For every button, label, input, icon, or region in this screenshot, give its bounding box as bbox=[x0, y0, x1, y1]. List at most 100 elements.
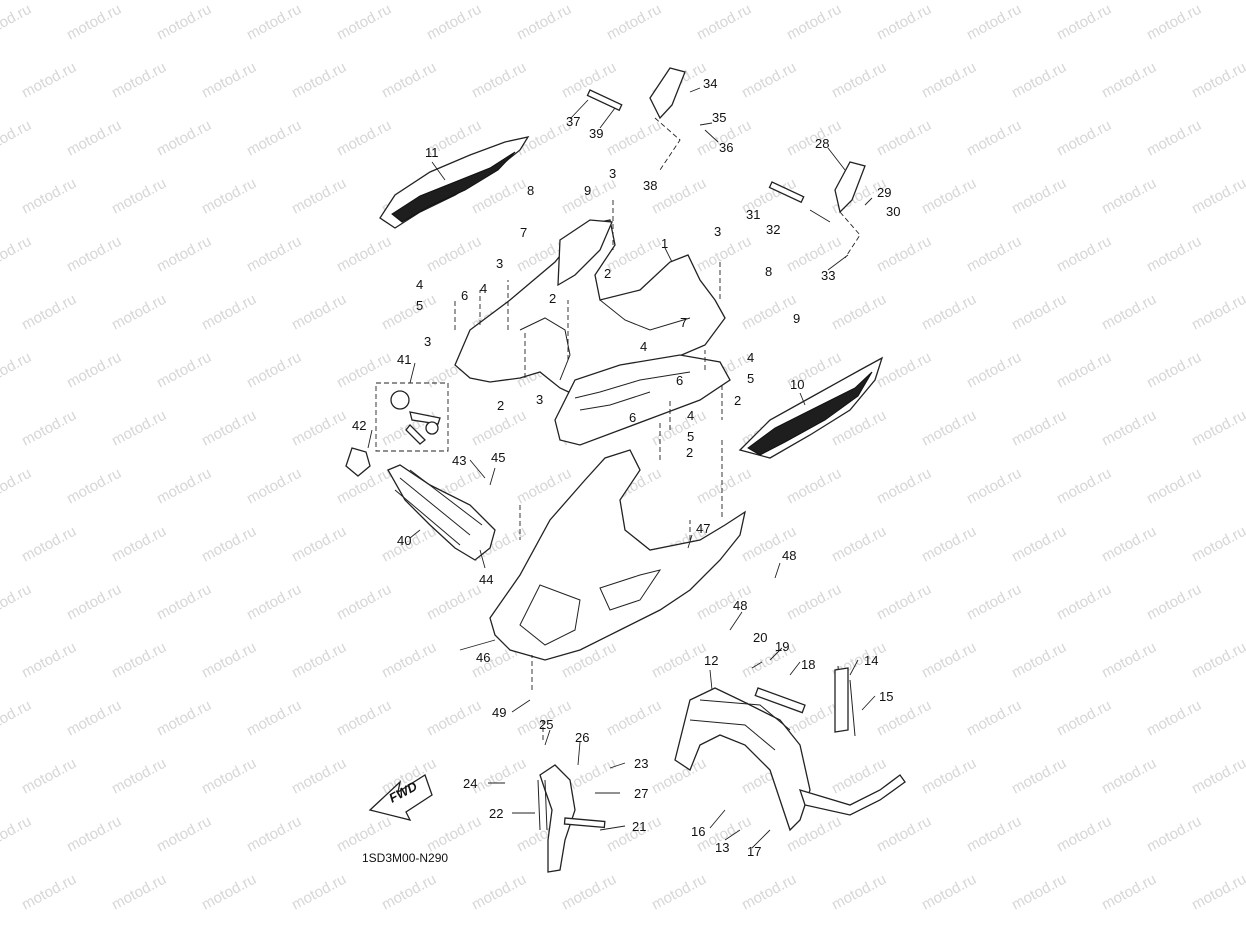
watermark-text: motod.ru bbox=[0, 117, 34, 160]
watermark-text: motod.ru bbox=[469, 59, 529, 102]
callout-41: 41 bbox=[397, 352, 411, 367]
watermark-text: motod.ru bbox=[469, 871, 529, 914]
watermark-text: motod.ru bbox=[424, 813, 484, 856]
watermark-text: motod.ru bbox=[829, 291, 889, 334]
watermark-text: motod.ru bbox=[469, 407, 529, 450]
watermark-text: motod.ru bbox=[1009, 407, 1069, 450]
watermark-text: motod.ru bbox=[874, 117, 934, 160]
watermark-text: motod.ru bbox=[424, 1, 484, 44]
watermark-text: motod.ru bbox=[874, 813, 934, 856]
watermark-text: motod.ru bbox=[289, 871, 349, 914]
watermark-text: motod.ru bbox=[154, 581, 214, 624]
callout-4: 4 bbox=[747, 350, 754, 365]
callout-20: 20 bbox=[753, 630, 767, 645]
watermark-text: motod.ru bbox=[19, 871, 79, 914]
watermark-text: motod.ru bbox=[0, 1, 34, 44]
watermark-text: motod.ru bbox=[19, 175, 79, 218]
watermark-text: motod.ru bbox=[0, 697, 34, 740]
callout-2: 2 bbox=[734, 393, 741, 408]
watermark-text: motod.ru bbox=[289, 755, 349, 798]
callout-13: 13 bbox=[715, 840, 729, 855]
watermark-text: motod.ru bbox=[919, 407, 979, 450]
callout-9: 9 bbox=[793, 311, 800, 326]
callout-43: 43 bbox=[452, 453, 466, 468]
callout-30: 30 bbox=[886, 204, 900, 219]
watermark-text: motod.ru bbox=[874, 581, 934, 624]
part-12-center-stand bbox=[674, 665, 906, 832]
watermark-text: motod.ru bbox=[1009, 523, 1069, 566]
watermark-text: motod.ru bbox=[199, 175, 259, 218]
watermark-text: motod.ru bbox=[739, 59, 799, 102]
watermark-text: motod.ru bbox=[154, 465, 214, 508]
callout-2: 2 bbox=[686, 445, 693, 460]
part-42-emblem bbox=[345, 447, 371, 477]
watermark-text: motod.ru bbox=[1144, 465, 1204, 508]
watermark-text: motod.ru bbox=[19, 291, 79, 334]
watermark-text: motod.ru bbox=[1009, 755, 1069, 798]
callout-5: 5 bbox=[747, 371, 754, 386]
callout-11: 11 bbox=[425, 145, 439, 160]
leader-lines bbox=[367, 87, 876, 849]
watermark-text: motod.ru bbox=[604, 697, 664, 740]
callout-48: 48 bbox=[782, 548, 796, 563]
watermark-text: motod.ru bbox=[649, 871, 709, 914]
watermark-text: motod.ru bbox=[244, 117, 304, 160]
watermark-text: motod.ru bbox=[1189, 407, 1246, 450]
assembly-lines bbox=[454, 200, 723, 740]
callout-3: 3 bbox=[714, 224, 721, 239]
callout-15: 15 bbox=[879, 689, 893, 704]
watermark-text: motod.ru bbox=[0, 581, 34, 624]
callout-14: 14 bbox=[864, 653, 878, 668]
callout-2: 2 bbox=[497, 398, 504, 413]
callout-49: 49 bbox=[492, 705, 506, 720]
callout-29: 29 bbox=[877, 185, 891, 200]
watermark-text: motod.ru bbox=[1189, 59, 1246, 102]
watermark-text: motod.ru bbox=[154, 233, 214, 276]
callout-16: 16 bbox=[691, 824, 705, 839]
watermark-text: motod.ru bbox=[1189, 871, 1246, 914]
watermark-text: motod.ru bbox=[154, 813, 214, 856]
callout-4: 4 bbox=[480, 281, 487, 296]
watermark-text: motod.ru bbox=[1009, 871, 1069, 914]
watermark-text: motod.ru bbox=[1054, 813, 1114, 856]
callout-26: 26 bbox=[575, 730, 589, 745]
watermark-text: motod.ru bbox=[1099, 175, 1159, 218]
part-inner-floor-panel bbox=[554, 354, 731, 446]
watermark-text: motod.ru bbox=[109, 407, 169, 450]
watermark-text: motod.ru bbox=[1189, 639, 1246, 682]
callout-27: 27 bbox=[634, 786, 648, 801]
watermark-text: motod.ru bbox=[109, 175, 169, 218]
part-1-front-cover bbox=[454, 219, 726, 396]
watermark-text: motod.ru bbox=[919, 871, 979, 914]
watermark-text: motod.ru bbox=[289, 291, 349, 334]
watermark-text: motod.ru bbox=[1144, 233, 1204, 276]
callout-21: 21 bbox=[632, 819, 646, 834]
watermark-text: motod.ru bbox=[604, 117, 664, 160]
callout-38: 38 bbox=[643, 178, 657, 193]
callout-3: 3 bbox=[496, 256, 503, 271]
callout-25: 25 bbox=[539, 717, 553, 732]
watermark-text: motod.ru bbox=[964, 581, 1024, 624]
watermark-text: motod.ru bbox=[469, 755, 529, 798]
callout-2: 2 bbox=[604, 266, 611, 281]
watermark-text: motod.ru bbox=[1099, 523, 1159, 566]
callout-28: 28 bbox=[815, 136, 829, 151]
watermark-text: motod.ru bbox=[1054, 349, 1114, 392]
watermark-text: motod.ru bbox=[244, 581, 304, 624]
watermark-text: motod.ru bbox=[334, 813, 394, 856]
watermark-text: motod.ru bbox=[289, 407, 349, 450]
callout-24: 24 bbox=[463, 776, 477, 791]
watermark-text: motod.ru bbox=[694, 1, 754, 44]
callout-35: 35 bbox=[712, 110, 726, 125]
watermark-text: motod.ru bbox=[919, 291, 979, 334]
watermark-text: motod.ru bbox=[424, 233, 484, 276]
watermark-text: motod.ru bbox=[649, 639, 709, 682]
callout-48: 48 bbox=[733, 598, 747, 613]
watermark-text: motod.ru bbox=[19, 523, 79, 566]
watermark-text: motod.ru bbox=[919, 755, 979, 798]
fwd-arrow: FWD bbox=[368, 774, 433, 821]
watermark-text: motod.ru bbox=[739, 291, 799, 334]
watermark-text: motod.ru bbox=[19, 407, 79, 450]
watermark-text: motod.ru bbox=[109, 755, 169, 798]
